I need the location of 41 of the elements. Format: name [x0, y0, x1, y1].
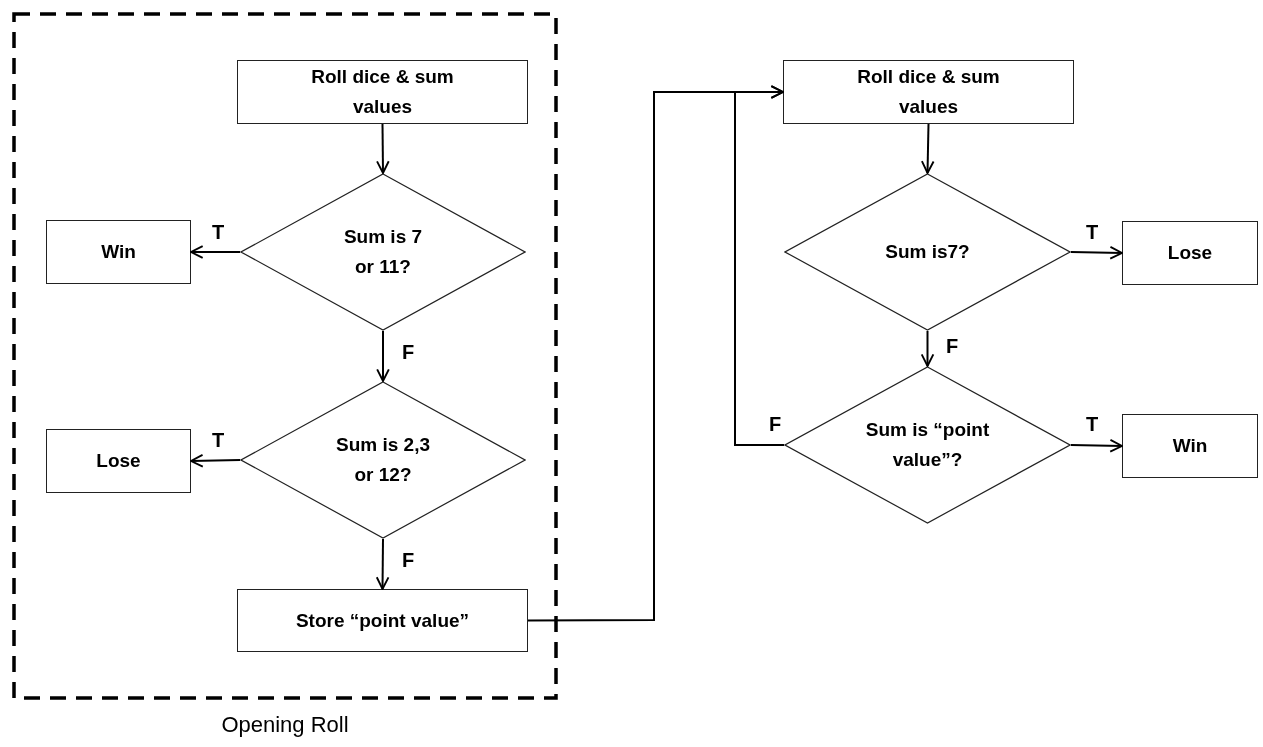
- decision-text: Sum is 2,3 or 12?: [335, 433, 431, 487]
- process-box: [783, 60, 1074, 124]
- process-box: [46, 429, 191, 493]
- edge-label: F: [945, 336, 960, 356]
- arrow: [920, 330, 935, 367]
- decision-diamond: [784, 173, 1071, 331]
- decision-text: Sum is 7 or 11?: [342, 225, 424, 279]
- edge-label: T: [211, 222, 226, 242]
- decision-diamond: [240, 381, 526, 539]
- group-heading: Opening Roll: [220, 712, 350, 738]
- process-box: [237, 589, 528, 652]
- process-text: Roll dice & sum values: [856, 65, 1001, 119]
- decision-text: Sum is “point value”?: [864, 418, 991, 472]
- decision-text: Sum is7?: [885, 240, 970, 264]
- arrow: [1070, 246, 1123, 260]
- process-text: Lose: [96, 449, 141, 473]
- arrow: [376, 123, 390, 174]
- arrow: [376, 330, 390, 382]
- process-box: [237, 60, 528, 124]
- process-text: Win: [101, 240, 136, 264]
- decision-diamond: [240, 173, 526, 331]
- edge-label: T: [1085, 222, 1100, 242]
- edge-label: T: [211, 430, 226, 450]
- process-box: [1122, 414, 1258, 478]
- process-text: Lose: [1167, 241, 1213, 265]
- edge-label: F: [768, 414, 783, 434]
- decision-diamond: [784, 366, 1071, 524]
- arrow: [190, 454, 241, 468]
- edge-label: F: [401, 550, 416, 570]
- process-text: Roll dice & sum values: [310, 65, 455, 119]
- arrow: [375, 538, 390, 590]
- process-text: Store “point value”: [295, 608, 470, 633]
- edge-label: T: [1085, 414, 1100, 434]
- arrow: [734, 85, 785, 446]
- arrow: [920, 123, 935, 174]
- process-box: [1122, 221, 1258, 285]
- arrow: [1070, 439, 1123, 453]
- process-box: [46, 220, 191, 284]
- edge-label: F: [401, 342, 416, 362]
- arrow: [190, 245, 241, 259]
- process-text: Win: [1172, 434, 1208, 458]
